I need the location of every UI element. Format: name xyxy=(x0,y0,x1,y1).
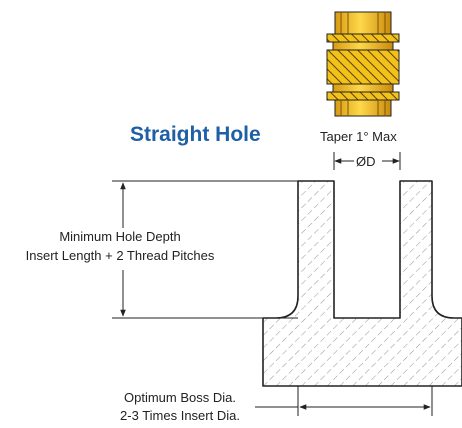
diagram-title: Straight Hole xyxy=(130,123,261,146)
taper-label: Taper 1° Max xyxy=(320,129,397,144)
depth-label-line1: Minimum Hole Depth xyxy=(59,229,180,244)
boss-diameter-dimension xyxy=(255,386,433,416)
boss-cross-section xyxy=(262,180,462,387)
depth-label-line2: Insert Length + 2 Thread Pitches xyxy=(26,248,215,263)
diameter-dimension xyxy=(333,152,401,170)
boss-label-line2: 2-3 Times Insert Dia. xyxy=(120,408,240,423)
hole-depth-dimension xyxy=(112,180,300,319)
diameter-label: ØD xyxy=(356,154,376,169)
threaded-insert-icon xyxy=(326,11,400,117)
boss-label-line1: Optimum Boss Dia. xyxy=(124,390,236,405)
